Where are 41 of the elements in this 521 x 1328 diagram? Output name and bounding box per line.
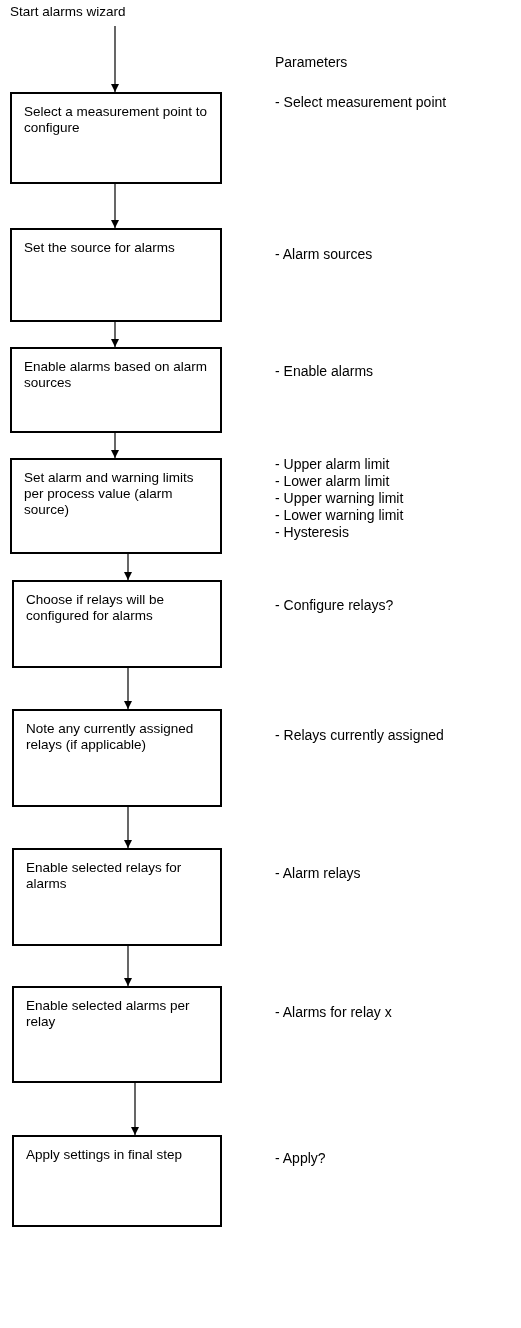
parameter-text: - Configure relays?: [275, 597, 394, 614]
process-box: [12, 986, 222, 1083]
arrow: [131, 1082, 139, 1136]
arrow: [124, 806, 132, 849]
process-box: [10, 92, 222, 184]
parameter-text: - Alarm relays: [275, 865, 361, 882]
parameter-text: - Apply?: [275, 1150, 326, 1167]
process-box: [10, 347, 222, 433]
parameter-text: - Lower alarm limit: [275, 473, 391, 490]
step-text: Enable alarms based on alarm sources: [24, 359, 208, 391]
step-text: Enable selected alarms per relay: [26, 998, 191, 1030]
process-box: [12, 1135, 222, 1227]
process-box: [12, 848, 222, 946]
column-heading: Parameters: [275, 54, 348, 70]
parameter-text: - Enable alarms: [275, 363, 374, 380]
arrow: [111, 25, 119, 93]
parameter-text: - Relays currently assigned: [275, 727, 444, 744]
process-box: [12, 580, 222, 668]
parameter-text: - Upper alarm limit: [275, 456, 391, 473]
process-box: [10, 458, 222, 554]
parameter-text: - Upper warning limit: [275, 490, 404, 507]
step-text: Set alarm and warning limits per process value (alarm source): [24, 470, 195, 518]
arrow: [111, 432, 119, 459]
step-text: Set the source for alarms: [24, 240, 175, 256]
arrow: [124, 553, 132, 581]
parameter-text: - Lower warning limit: [275, 507, 404, 524]
arrow: [124, 945, 132, 987]
parameter-text: - Alarm sources: [275, 246, 373, 263]
step-text: Enable selected relays for alarms: [26, 860, 183, 892]
process-box: [12, 709, 222, 807]
parameter-text: - Hysteresis: [275, 524, 350, 541]
parameter-text: - Select measurement point: [275, 94, 447, 111]
arrow: [111, 183, 119, 229]
parameter-text: - Alarms for relay x: [275, 1004, 392, 1021]
process-box: [10, 228, 222, 322]
arrow: [111, 321, 119, 348]
step-text: Choose if relays will be configured for alarms: [26, 592, 166, 624]
step-text: Select a measurement point to configure: [24, 104, 208, 136]
step-text: Note any currently assigned relays (if applicable): [26, 721, 195, 753]
step-text: Apply settings in final step: [26, 1147, 183, 1163]
arrow: [124, 667, 132, 710]
